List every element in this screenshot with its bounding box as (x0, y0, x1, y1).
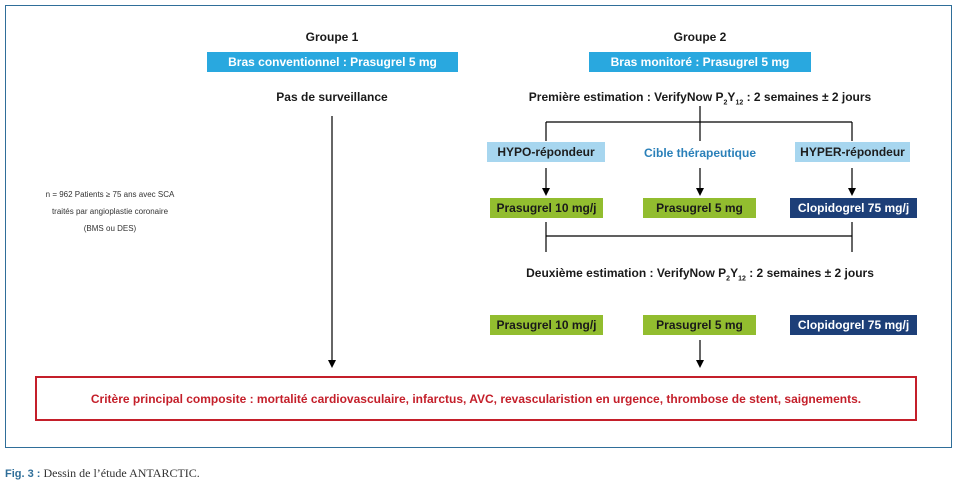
figure-caption-label: Fig. 3 : (5, 468, 41, 480)
population-line-3: (BMS ou DES) (83, 224, 137, 233)
first-estimation-label: Première estimation : VerifyNow P2Y12 : … (528, 90, 872, 107)
group2-title: Groupe 2 (673, 30, 727, 44)
population-note: n = 962 Patients ≥ 75 ans avec SCA trait… (15, 186, 205, 237)
dose-r2-clopidogrel-75: Clopidogrel 75 mg/j (790, 315, 917, 335)
dose-r1-prasugrel-5: Prasugrel 5 mg (643, 198, 756, 218)
group1-title: Groupe 1 (305, 30, 359, 44)
therapeutic-target-label: Cible thérapeutique (643, 146, 756, 160)
dose-r1-clopidogrel-75: Clopidogrel 75 mg/j (790, 198, 917, 218)
dose-r2-prasugrel-5: Prasugrel 5 mg (643, 315, 756, 335)
hyper-responder-box: HYPER-répondeur (795, 142, 910, 162)
conventional-arm-banner: Bras conventionnel : Prasugrel 5 mg (207, 52, 458, 72)
second-estimation-label: Deuxième estimation : VerifyNow P2Y12 : … (526, 266, 874, 283)
hypo-responder-box: HYPO-répondeur (487, 142, 605, 162)
dose-r1-prasugrel-10: Prasugrel 10 mg/j (490, 198, 603, 218)
monitored-arm-banner: Bras monitoré : Prasugrel 5 mg (589, 52, 811, 72)
dose-r2-prasugrel-10: Prasugrel 10 mg/j (490, 315, 603, 335)
diagram-frame (5, 5, 952, 448)
no-surveillance-label: Pas de surveillance (276, 90, 388, 104)
population-line-1: n = 962 Patients ≥ 75 ans avec SCA (45, 190, 175, 199)
population-line-2: traités par angioplastie coronaire (51, 207, 169, 216)
primary-endpoint-box: Critère principal composite : mortalité … (35, 376, 917, 421)
figure-caption: Fig. 3 : Dessin de l’étude ANTARCTIC. (5, 466, 505, 481)
figure-caption-text: Dessin de l’étude ANTARCTIC. (40, 466, 200, 480)
